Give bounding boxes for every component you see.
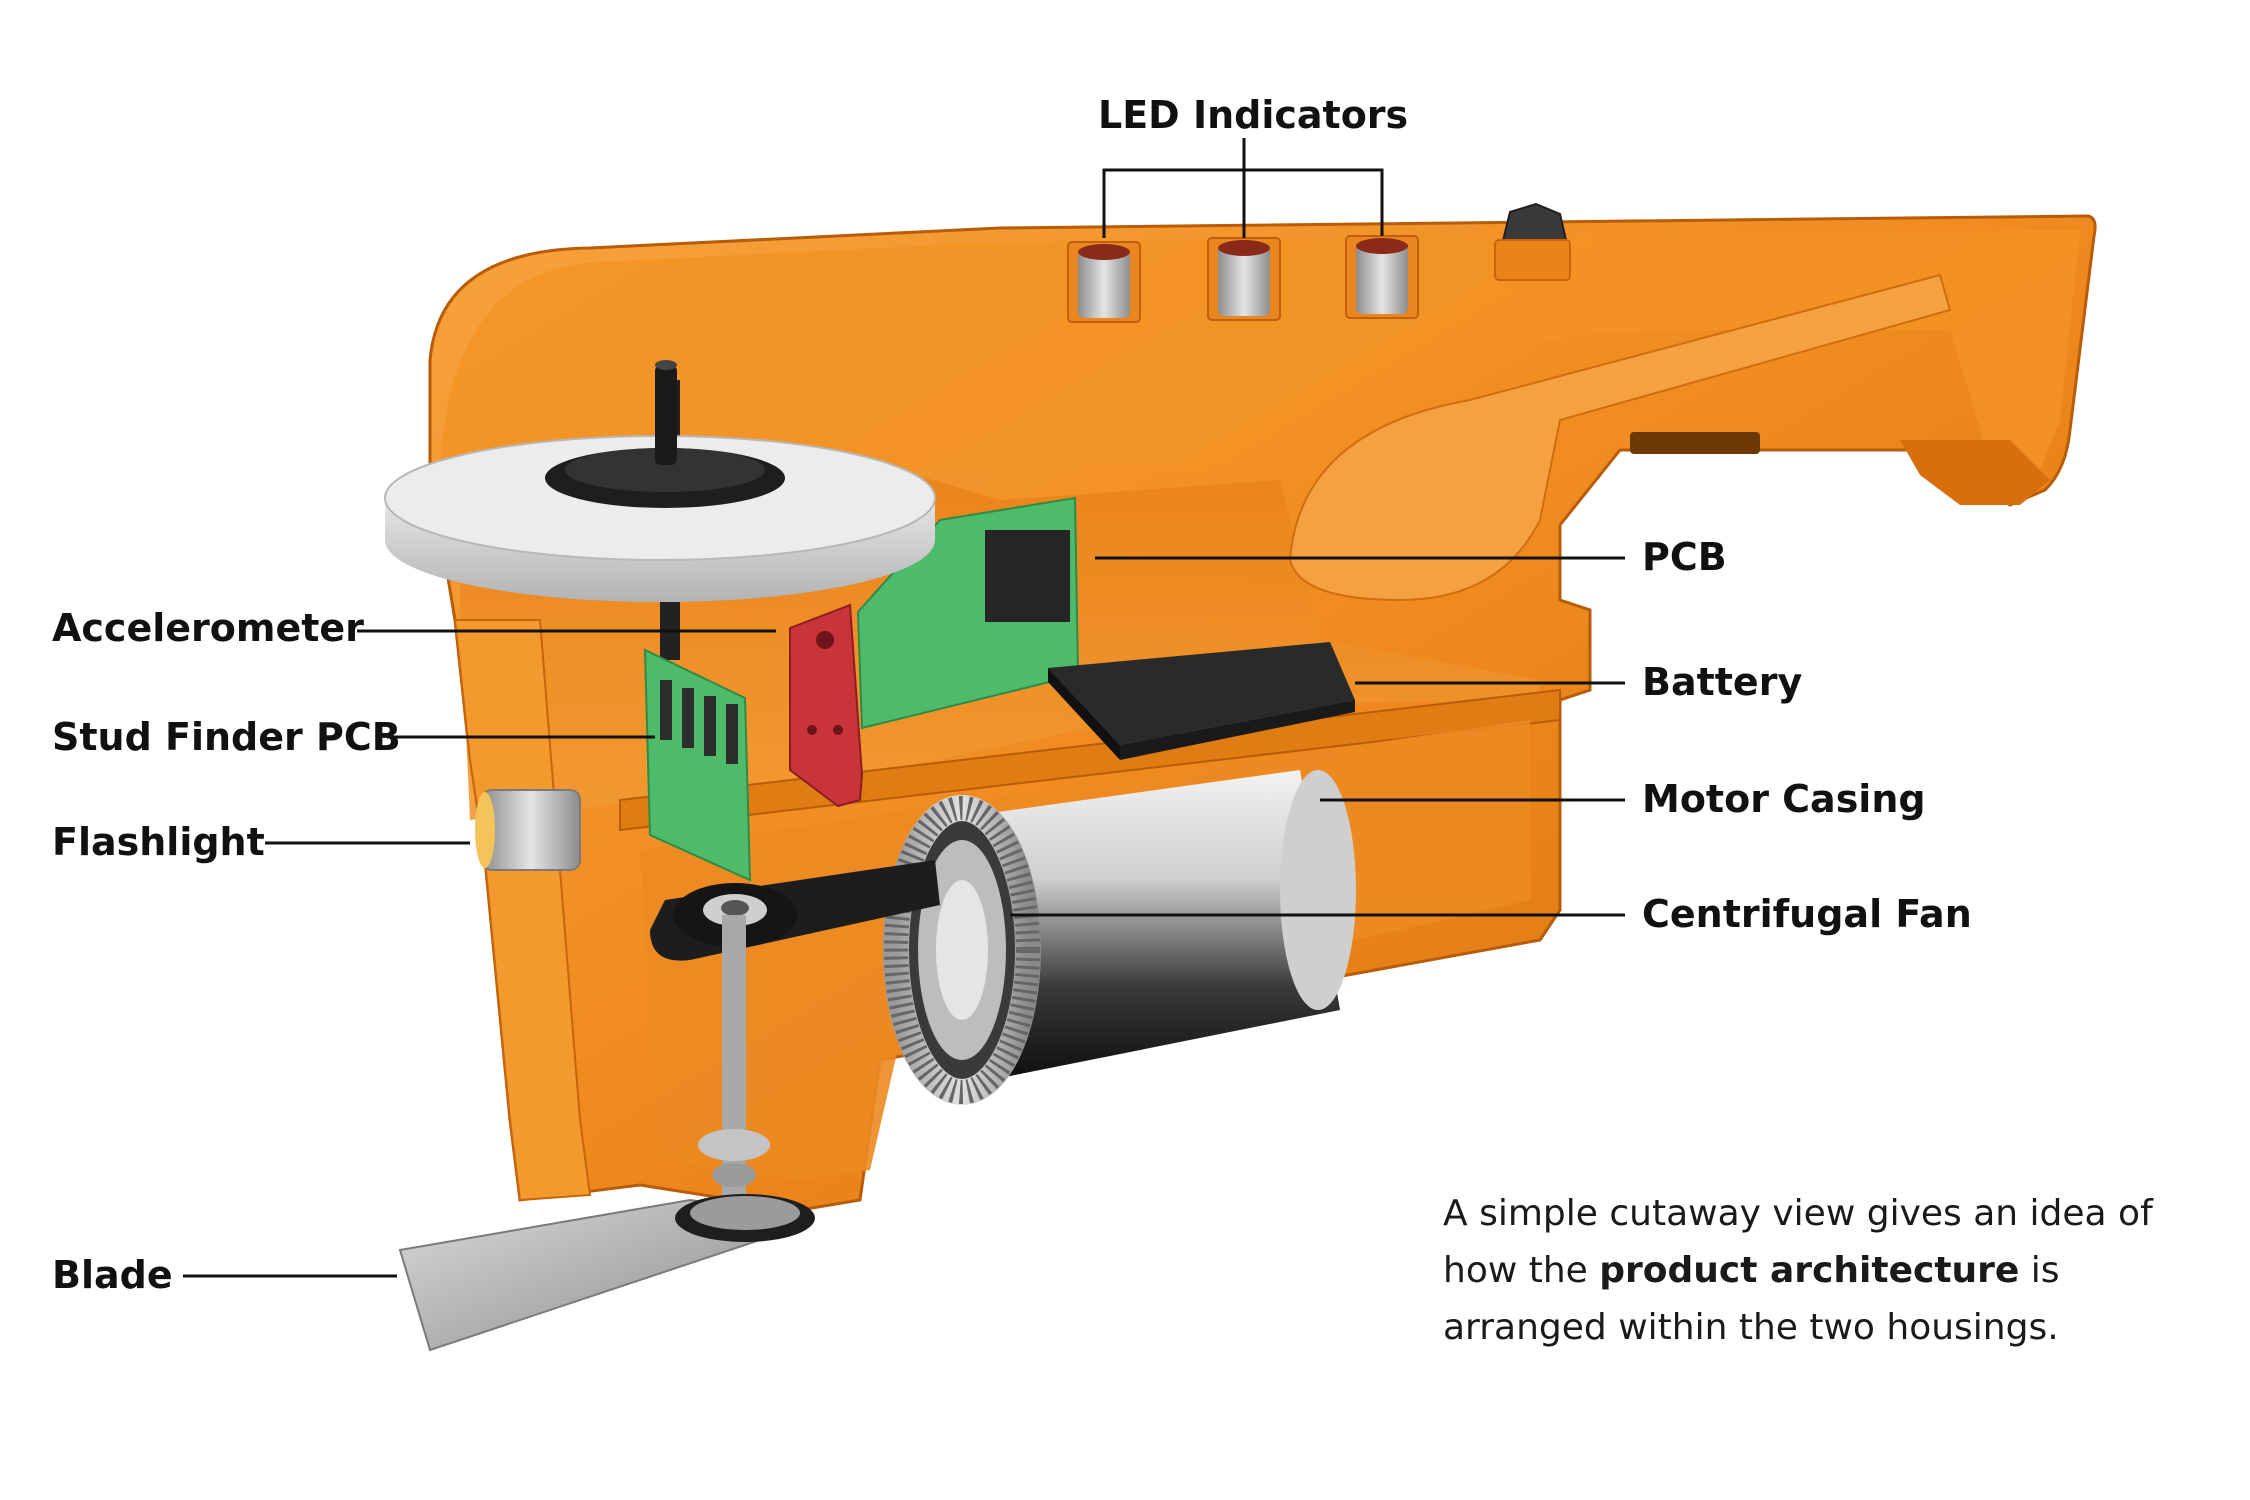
label-motor-casing: Motor Casing <box>1642 777 1926 821</box>
label-blade: Blade <box>52 1253 173 1297</box>
label-pcb: PCB <box>1642 535 1727 579</box>
spindle-disc <box>384 360 936 660</box>
housing-top-rim <box>440 230 2080 470</box>
caption-bold: product architecture <box>1599 1250 2020 1291</box>
pcb-chip <box>985 530 1070 622</box>
stud-finder-pcb <box>643 648 752 882</box>
label-flashlight: Flashlight <box>52 820 265 864</box>
linkage-arm <box>650 860 940 1215</box>
flashlight <box>475 789 581 871</box>
leader-lines <box>183 138 1625 1278</box>
caption-text-start: A simple cutaway view gives an idea of h… <box>1443 1193 2153 1291</box>
label-centrifugal-fan: Centrifugal Fan <box>1642 892 1972 936</box>
blade <box>398 1194 815 1352</box>
housing-slot <box>1630 432 1760 454</box>
caption-text-end: is arranged within the two housings. <box>1443 1250 2060 1348</box>
label-stud-finder-pcb: Stud Finder PCB <box>52 715 401 759</box>
led-indicators <box>1067 235 1419 323</box>
battery <box>1048 642 1355 760</box>
led-left <box>1067 241 1141 323</box>
label-battery: Battery <box>1642 660 1803 704</box>
housing-wedge <box>1288 273 1952 602</box>
label-accelerometer: Accelerometer <box>52 606 364 650</box>
centrifugal-fan <box>883 795 1041 1105</box>
label-led-indicators: LED Indicators <box>1098 93 1409 137</box>
housing-hook <box>1900 440 2050 505</box>
accelerometer-bracket <box>789 603 864 808</box>
led-middle <box>1207 237 1281 321</box>
caption: A simple cutaway view gives an idea of h… <box>1443 1185 2203 1356</box>
housing-knob-base <box>1494 239 1571 281</box>
led-right <box>1345 235 1419 319</box>
